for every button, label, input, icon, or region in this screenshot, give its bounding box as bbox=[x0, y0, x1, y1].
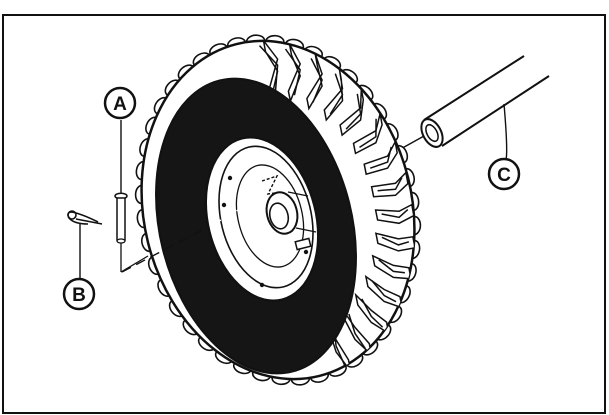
callout-b: B bbox=[62, 277, 96, 311]
tire-tread bbox=[258, 40, 416, 372]
callout-a-label: A bbox=[113, 94, 127, 115]
callout-c-label: C bbox=[497, 165, 511, 186]
callout-b-label: B bbox=[72, 285, 86, 306]
axle bbox=[299, 55, 550, 206]
tire bbox=[134, 34, 422, 386]
callout-c: C bbox=[487, 157, 521, 191]
leader-c bbox=[503, 103, 508, 161]
clevis-pin bbox=[114, 120, 149, 273]
hairpin-cotter bbox=[67, 210, 103, 278]
wheel-rim bbox=[204, 136, 320, 302]
callout-a: A bbox=[103, 86, 137, 120]
